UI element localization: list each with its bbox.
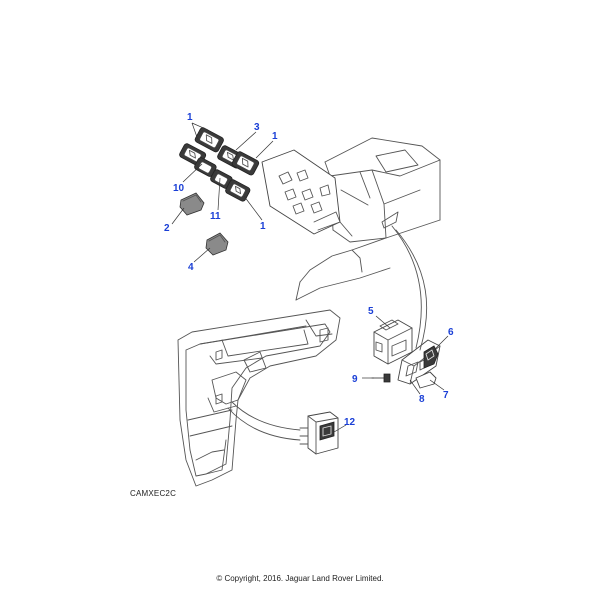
leader-lines	[171, 122, 449, 433]
window-switch-part-1-a[interactable]	[194, 127, 224, 153]
diagram-reference-code: CAMXEC2C	[130, 489, 177, 498]
callout-9[interactable]: 9	[352, 374, 358, 385]
copyright-notice: © Copyright, 2016. Jaguar Land Rover Lim…	[216, 574, 384, 583]
callout-8[interactable]: 8	[419, 394, 425, 405]
callout-6[interactable]: 6	[448, 327, 454, 338]
callout-7[interactable]: 7	[443, 390, 449, 401]
switch-cap-part-4[interactable]	[205, 232, 229, 256]
window-switch-part-1-c[interactable]	[231, 151, 260, 176]
callouts: 1 3 1 10 11 1 2 4 5 6 9 7 8 12	[164, 112, 454, 428]
centre-console	[261, 137, 441, 301]
window-switch-cluster	[179, 127, 260, 256]
switch-pack-assembly	[371, 319, 441, 389]
callout-1-bottom[interactable]: 1	[260, 221, 266, 232]
callout-4[interactable]: 4	[188, 262, 194, 273]
switch-cap-part-2[interactable]	[179, 192, 205, 216]
callout-1-top[interactable]: 1	[187, 112, 193, 123]
callout-11[interactable]: 11	[210, 211, 221, 222]
screw-part-9[interactable]	[371, 373, 391, 383]
callout-5[interactable]: 5	[368, 306, 374, 317]
switch-part-6[interactable]	[423, 345, 439, 369]
switch-cap-part-7[interactable]	[415, 371, 437, 389]
callout-1-right[interactable]: 1	[272, 131, 278, 142]
switch-part-12[interactable]	[299, 411, 339, 455]
location-arrows	[227, 225, 428, 441]
switch-mounting-plate	[261, 149, 353, 237]
callout-10[interactable]: 10	[173, 183, 185, 194]
callout-2[interactable]: 2	[164, 223, 170, 234]
switch-pack-body-part-5[interactable]	[373, 319, 413, 365]
window-switch-part-1-d[interactable]	[225, 179, 251, 203]
callout-3[interactable]: 3	[254, 122, 260, 133]
rear-door-trim-panel	[177, 309, 341, 487]
callout-12[interactable]: 12	[344, 417, 356, 428]
